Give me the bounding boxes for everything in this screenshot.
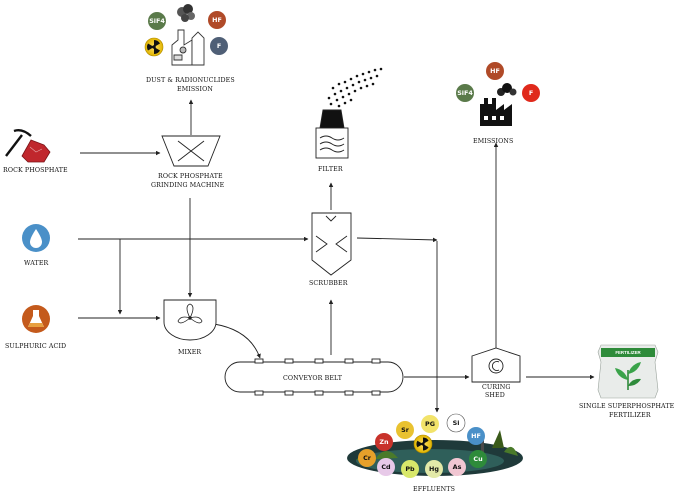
sif4-chip-emission: SiF4 (456, 84, 474, 102)
water-label: WATER (24, 260, 49, 267)
hf-chip-emission: HF (486, 62, 504, 80)
sulphuric-acid-label: SULPHURIC ACID (5, 343, 66, 350)
cd-chip: Cd (377, 458, 395, 476)
svg-text:As: As (453, 463, 462, 471)
filter-unit (315, 109, 349, 159)
grinder-label-line1: ROCK PHOSPHATE (158, 173, 223, 180)
svg-text:Zn: Zn (379, 438, 389, 446)
hf-chip-dust: HF (208, 11, 226, 29)
cu-chip: Cu (469, 450, 487, 468)
pb-chip: Pb (401, 460, 419, 478)
svg-text:SiF4: SiF4 (457, 89, 473, 97)
water-drop-icon (22, 224, 50, 252)
dust-label-line2: EMISSION (177, 86, 213, 93)
curing-shed (471, 347, 521, 383)
effluents-label: EFFLUENTS (413, 486, 455, 493)
svg-text:Cr: Cr (363, 454, 372, 462)
dust-emission-cluster: SiF4 HF F (144, 4, 228, 66)
pg-chip: PG (421, 415, 439, 433)
curing-label-line1: CURING (482, 384, 511, 391)
conveyor-label: CONVEYOR BELT (283, 375, 343, 382)
zn-chip: Zn (375, 433, 393, 451)
cr-chip: Cr (358, 449, 376, 467)
svg-text:SiF4: SiF4 (149, 17, 165, 25)
si-chip: Si (446, 413, 466, 433)
grinder-label-line2: GRINDING MACHINE (151, 182, 225, 189)
conveyor-belt (224, 358, 404, 396)
svg-text:F: F (529, 89, 533, 97)
arrow-scrubber-out (356, 237, 438, 243)
f-chip-emission: F (522, 84, 540, 102)
svg-text:PG: PG (425, 420, 435, 428)
svg-text:Pb: Pb (405, 465, 415, 473)
mixer-label: MIXER (178, 349, 201, 356)
svg-text:Cu: Cu (473, 455, 483, 463)
propeller-icon (177, 303, 203, 324)
svg-text:Hg: Hg (429, 465, 439, 473)
radiation-effluent-icon (413, 434, 433, 454)
factory-icon (171, 29, 205, 66)
hf-chip-effluent: HF (467, 427, 485, 445)
smoke-cloud-icon (177, 4, 195, 22)
factory-emission-icon (480, 83, 517, 126)
product-label-line1: SINGLE SUPERPHOSPHATE (579, 403, 675, 410)
bag-text: FERTILIZER (615, 350, 641, 355)
smoke-dots-icon (327, 67, 383, 108)
emissions-label: EMISSIONS (473, 138, 513, 145)
fertilizer-bag-icon: FERTILIZER (597, 344, 659, 399)
as-chip: As (448, 458, 466, 476)
arrow-mixer-to-conveyor (213, 323, 261, 359)
svg-text:Sr: Sr (401, 426, 410, 434)
sr-chip: Sr (396, 421, 414, 439)
pickaxe-rock-icon (5, 128, 51, 163)
curing-label-line2: SHED (485, 392, 505, 399)
scrubber-label: SCRUBBER (309, 280, 348, 287)
f-chip-dust: F (210, 37, 228, 55)
effluent-chips: Sr PG Si Zn HF Cr (358, 413, 487, 478)
product-label-line2: FERTILIZER (609, 412, 651, 419)
rock-phosphate-label: ROCK PHOSPHATE (3, 167, 68, 174)
grinding-machine (161, 135, 221, 167)
svg-text:HF: HF (471, 432, 481, 440)
svg-text:HF: HF (490, 67, 500, 75)
sif4-chip-dust: SiF4 (148, 12, 166, 30)
svg-text:Cd: Cd (381, 463, 391, 471)
radiation-icon (144, 37, 164, 57)
svg-text:F: F (217, 42, 221, 50)
hg-chip: Hg (425, 460, 443, 478)
dust-label-line1: DUST & RADIONUCLIDES (146, 77, 235, 84)
svg-text:Si: Si (453, 419, 460, 427)
svg-text:HF: HF (212, 16, 222, 24)
connectors (78, 99, 595, 413)
scrubber-vessel (311, 212, 352, 276)
filter-label: FILTER (318, 166, 343, 173)
acid-flask-icon (22, 305, 50, 333)
emissions-cluster: HF SiF4 F (456, 62, 540, 126)
mixer-vessel (163, 299, 217, 341)
